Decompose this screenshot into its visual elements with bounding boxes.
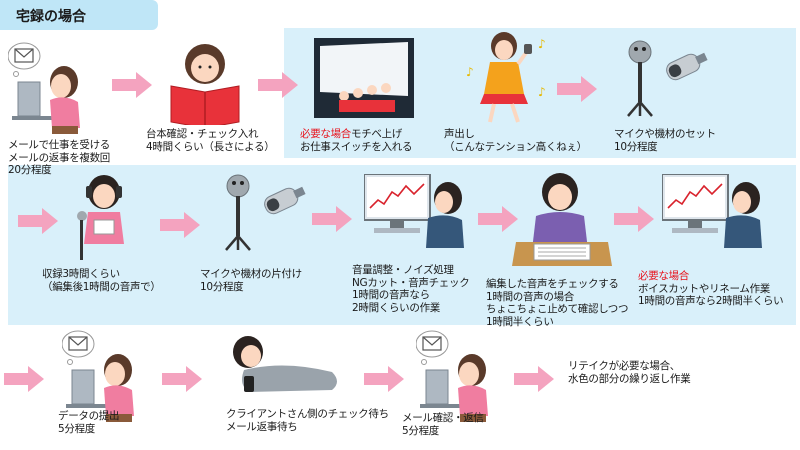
- editing-monitor-woman-icon: [364, 174, 465, 249]
- step-8-text: 音量調整・ノイズ処理 NGカット・音声チェック 1時間の音声なら 2時間くらいの…: [352, 264, 470, 314]
- step-13-text: メール確認・返信 5分程度: [402, 412, 484, 437]
- step-11-text: データの提出 5分程度: [58, 410, 120, 435]
- email-laptop-woman-icon-3: [416, 330, 489, 423]
- singing-idol-icon: ♪ ♪ ♪: [466, 32, 546, 123]
- arrow-4-icon: [18, 208, 58, 234]
- arrow-8-icon: [614, 206, 654, 232]
- email-laptop-woman-icon: [8, 42, 81, 135]
- step-5-text: マイクや機材のセット 10分程度: [614, 128, 716, 153]
- reading-script-girl-icon: [170, 44, 240, 125]
- step-14-text: リテイクが必要な場合、 水色の部分の繰り返し作業: [568, 360, 691, 385]
- step-10-highlight: 必要な場合: [638, 270, 689, 282]
- page-title: 宅録の場合: [16, 9, 86, 25]
- arrow-5-icon: [160, 212, 200, 238]
- microphone-stand-icon-2: [224, 173, 309, 252]
- step-3-highlight: 必要な場合: [300, 128, 351, 140]
- microphone-stand-icon: [626, 39, 711, 118]
- step-6-text: 収録3時間くらい （編集後1時間の音声で）: [42, 268, 161, 293]
- arrow-2-icon: [258, 72, 298, 98]
- step-3-body: モチベ上げ お仕事スイッチを入れる: [300, 128, 413, 153]
- cinema-audience-icon: [314, 38, 414, 118]
- step-7-text: マイクや機材の片付け 10分程度: [200, 268, 302, 293]
- arrow-6-icon: [312, 206, 352, 232]
- arrow-3-icon: [557, 76, 597, 102]
- lying-waiting-woman-icon: [233, 336, 337, 392]
- step-10-text: 必要な場合 ボイスカットやリネーム作業 1時間の音声なら2時間半くらい: [638, 270, 784, 308]
- arrow-1-icon: [112, 72, 152, 98]
- arrow-9-icon: [4, 366, 44, 392]
- step-3-text: 必要な場合モチベ上げ お仕事スイッチを入れる: [300, 128, 413, 153]
- checking-document-woman-icon: [512, 173, 612, 266]
- step-12-text: クライアントさん側のチェック待ち メール返事待ち: [226, 408, 389, 433]
- arrow-12-icon: [514, 366, 554, 392]
- step-2-text: 台本確認・チェック入れ 4時間くらい（長さによる）: [146, 128, 275, 153]
- step-10-body: ボイスカットやリネーム作業 1時間の音声なら2時間半くらい: [638, 282, 784, 308]
- step-9-text: 編集した音声をチェックする 1時間の音声の場合 ちょこちょこ止めて確認しつつ 1…: [486, 278, 629, 328]
- arrow-10-icon: [162, 366, 202, 392]
- arrow-11-icon: [364, 366, 404, 392]
- title-tab: 宅録の場合: [0, 0, 158, 30]
- svg-text:♪: ♪: [466, 65, 474, 79]
- step-1-text: メールで仕事を受ける メールの返事を複数回 20分程度: [8, 139, 110, 176]
- svg-text:♪: ♪: [538, 85, 546, 99]
- recording-woman-headphones-icon: [77, 175, 124, 260]
- svg-text:♪: ♪: [538, 37, 546, 51]
- editing-monitor-woman-icon-2: [662, 174, 763, 249]
- step-4-text: 声出し （こんなテンション高くねぇ）: [444, 128, 587, 153]
